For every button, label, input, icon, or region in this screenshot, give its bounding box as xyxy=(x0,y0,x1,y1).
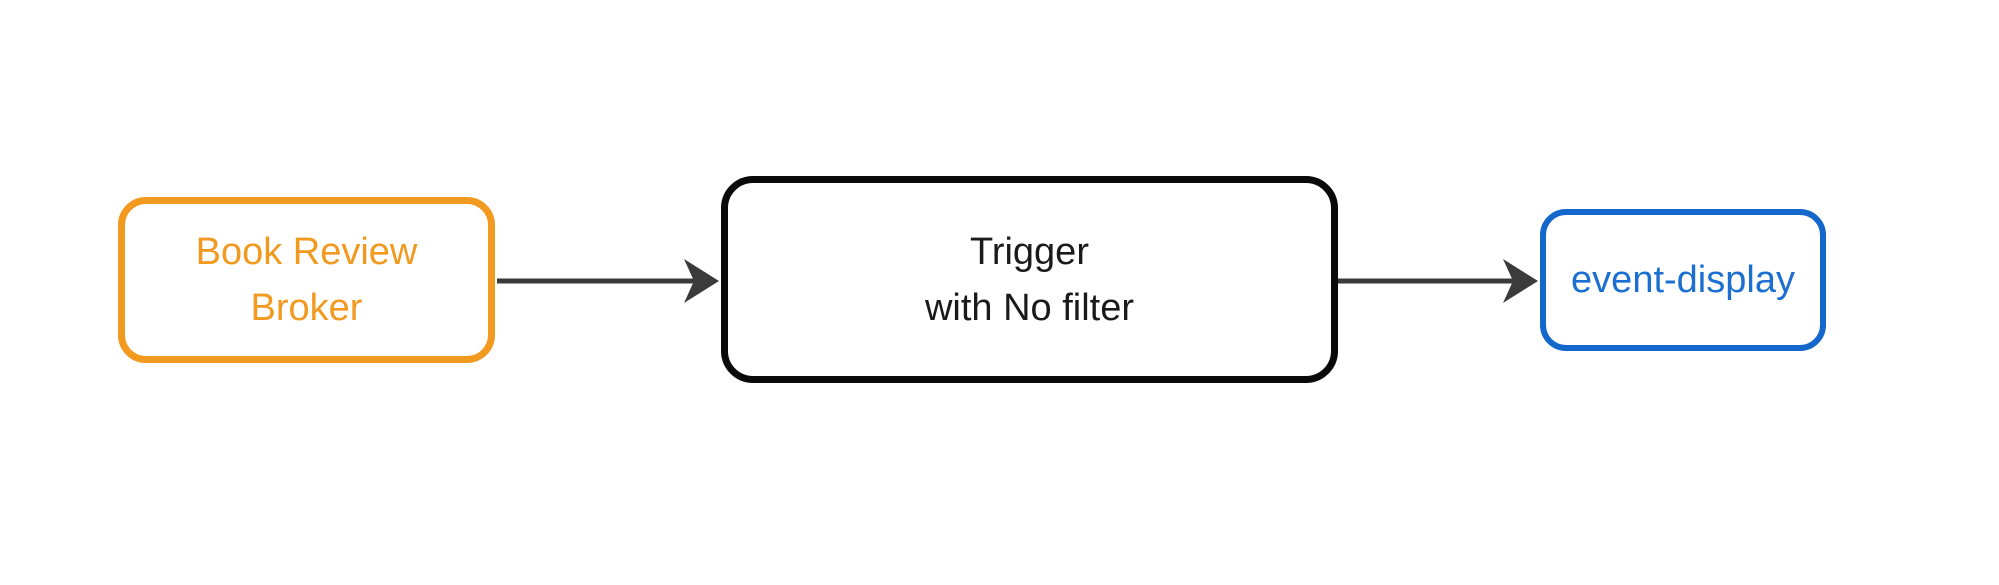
node-event-display: event-display xyxy=(1540,209,1826,351)
node-label-line: Book Review xyxy=(195,231,418,273)
arrowhead-icon xyxy=(1503,259,1538,303)
node-label-line: Trigger xyxy=(970,230,1089,273)
node-label-line: Broker xyxy=(250,287,363,329)
node-trigger-with-no-filter: Trigger with No filter xyxy=(721,176,1338,383)
edge-trigger-to-event-display xyxy=(1338,259,1538,303)
edge-broker-to-trigger xyxy=(497,259,719,303)
node-label-line: with No filter xyxy=(924,286,1135,329)
node-label-line: event-display xyxy=(1571,259,1795,301)
node-book-review-broker: Book Review Broker xyxy=(118,197,495,363)
arrowhead-icon xyxy=(684,259,719,303)
